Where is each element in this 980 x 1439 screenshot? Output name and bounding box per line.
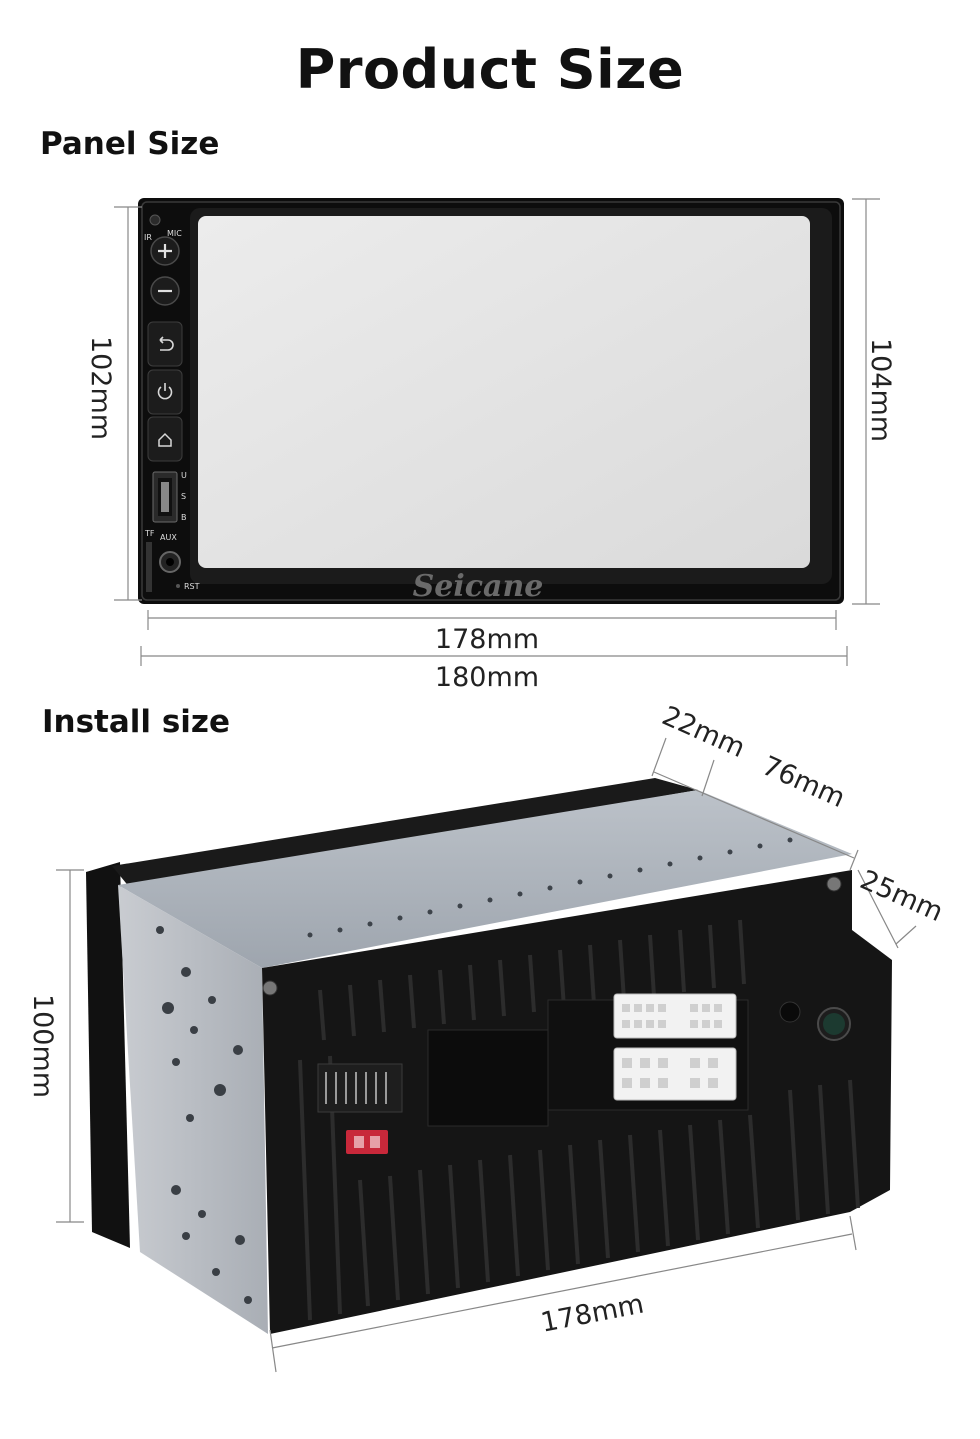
- tf-card-slot[interactable]: [146, 542, 152, 592]
- back-icon: [159, 336, 174, 351]
- mic-label: MIC: [167, 229, 182, 238]
- panel-width-outer-label: 180mm: [435, 662, 539, 693]
- usb-u-label: U: [181, 471, 187, 480]
- install-size-heading: Install size: [42, 704, 230, 740]
- install-height-dimension: [56, 869, 84, 1223]
- pin-header-connector[interactable]: [317, 1063, 403, 1113]
- panel-width-inner-dimension: [147, 610, 837, 630]
- fuse: [346, 1130, 388, 1154]
- ir-sensor-icon: [149, 214, 161, 226]
- install-depth-rear-label: 25mm: [855, 864, 947, 928]
- panel-width-outer-dimension: [140, 646, 848, 666]
- ground-hole: [779, 1001, 801, 1023]
- unit-chassis-side: [118, 885, 268, 1334]
- install-unit-view: Seicane: [86, 778, 892, 1334]
- usb-s-label: S: [181, 492, 186, 501]
- unit-chassis-top: [118, 790, 852, 968]
- install-depth-front-label: 22mm: [657, 700, 749, 764]
- tf-label: TF: [144, 529, 155, 538]
- panel-brand-logo: Seicane: [413, 569, 544, 604]
- home-button[interactable]: [147, 416, 183, 462]
- harness-connector-upper[interactable]: [613, 993, 737, 1039]
- panel-height-left-dimension: [114, 206, 142, 601]
- rear-connector-block: [427, 1029, 549, 1127]
- usb-b-label: B: [181, 513, 187, 522]
- power-icon: [157, 383, 173, 400]
- panel-width-inner-label: 178mm: [435, 624, 539, 655]
- rst-label: RST: [184, 582, 200, 591]
- back-button[interactable]: [147, 321, 183, 367]
- aux-label: AUX: [160, 533, 177, 542]
- harness-connector-lower[interactable]: [613, 1047, 737, 1101]
- install-depth-dimensions: [651, 737, 917, 949]
- reset-hole[interactable]: [176, 584, 180, 588]
- volume-down-button[interactable]: [150, 276, 180, 306]
- install-width-label: 178mm: [538, 1289, 646, 1339]
- panel-screen: [198, 216, 810, 568]
- install-height-label: 100mm: [27, 994, 58, 1098]
- panel-height-right-dimension: [852, 198, 880, 605]
- page-title: Product Size: [295, 38, 685, 101]
- unit-front-bezel: [86, 862, 130, 1248]
- panel-height-left-label: 102mm: [85, 336, 116, 440]
- plus-icon: [158, 244, 172, 258]
- antenna-socket[interactable]: [817, 1007, 851, 1041]
- home-icon: [158, 432, 172, 447]
- unit-top-trim: [112, 778, 698, 888]
- corner-screw-icon: [262, 980, 278, 996]
- usb-port[interactable]: [152, 471, 178, 523]
- power-button[interactable]: [147, 369, 183, 415]
- install-width-dimension: [269, 1215, 857, 1373]
- panel-size-heading: Panel Size: [40, 126, 220, 162]
- ir-label: IR: [144, 233, 152, 242]
- corner-screw-icon: [826, 876, 842, 892]
- panel-height-right-label: 104mm: [865, 338, 896, 442]
- install-depth-body-label: 76mm: [757, 750, 849, 814]
- panel-front-view: IR MIC U S B TF AUX: [138, 198, 844, 604]
- volume-up-button[interactable]: [150, 236, 180, 266]
